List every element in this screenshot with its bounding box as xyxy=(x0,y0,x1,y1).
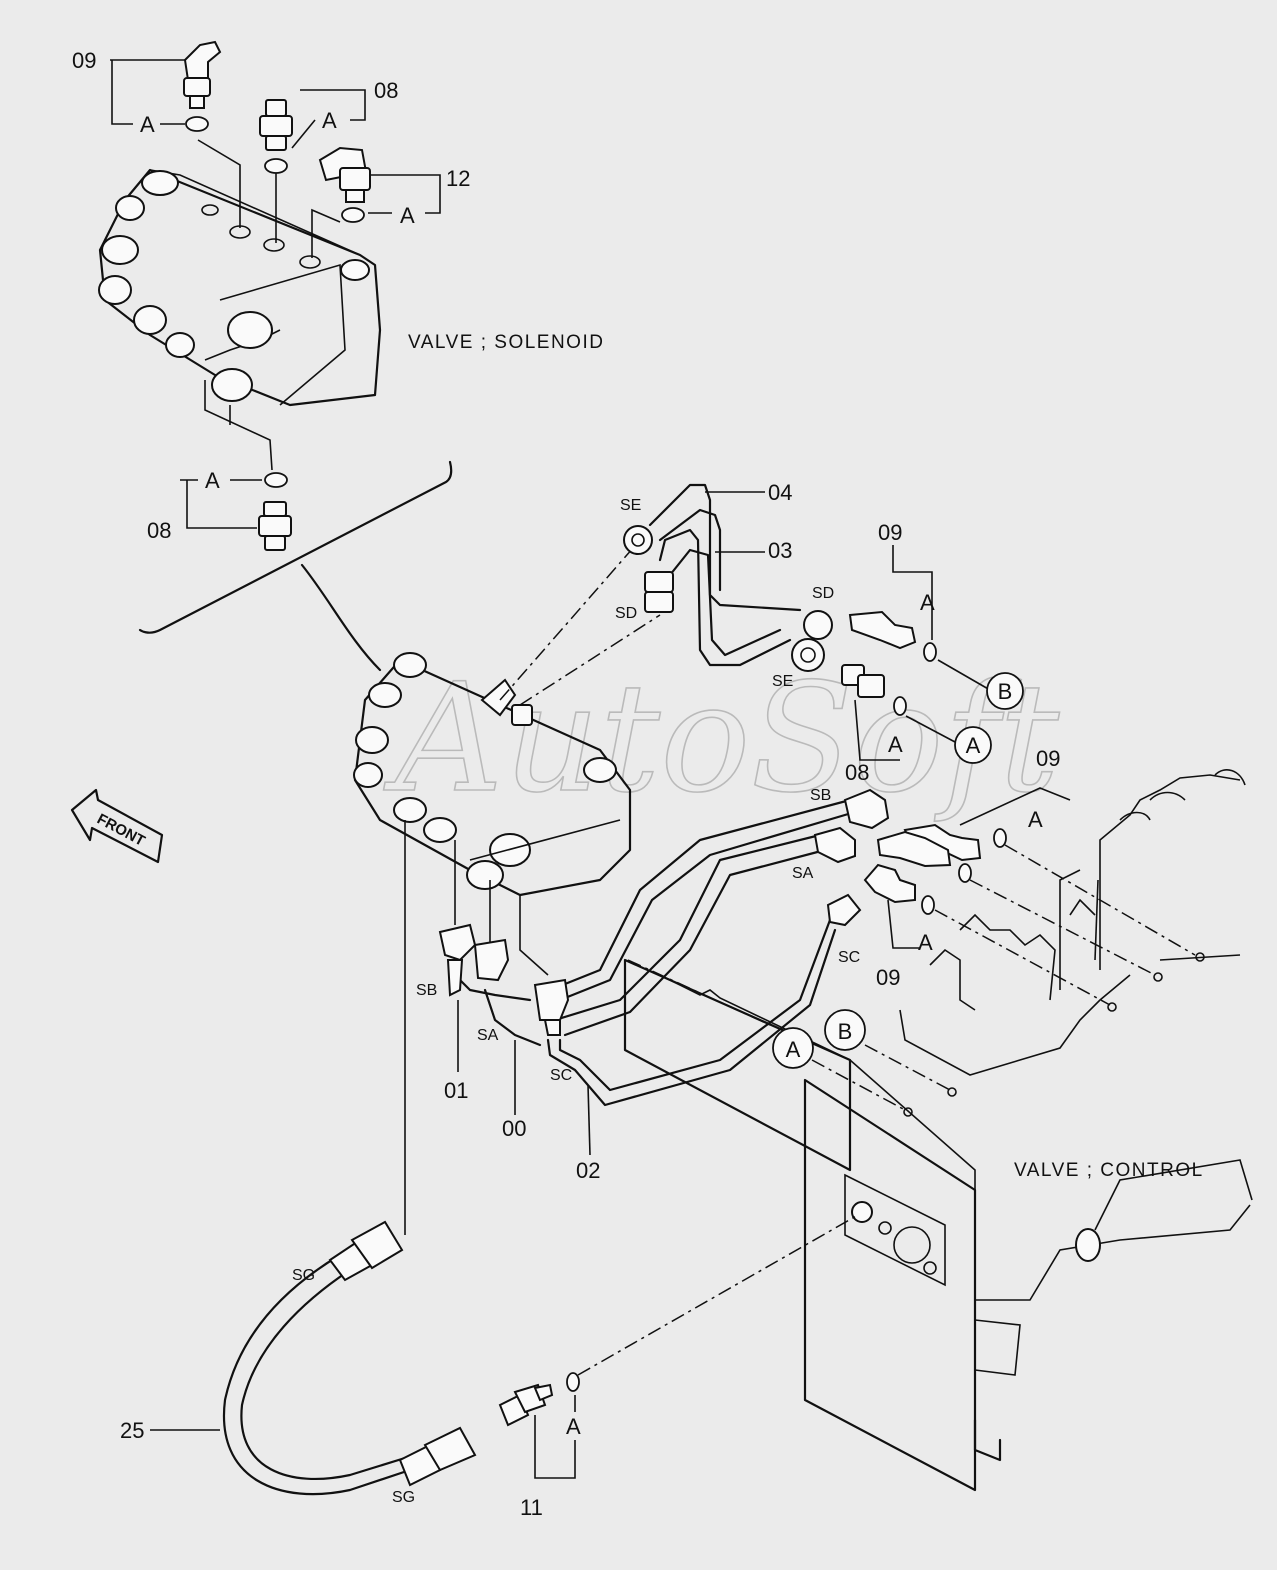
control-valve-body xyxy=(623,769,1253,1492)
port-sd-right: SD xyxy=(812,585,834,602)
elbow-fitting-mid-right-2 xyxy=(876,830,972,883)
seal-mark-a2: A xyxy=(322,108,337,133)
connector-a-lower: A xyxy=(786,1037,801,1062)
callout-02: 02 xyxy=(576,1158,600,1183)
callout-08-mid: 08 xyxy=(147,518,171,543)
port-sg-bottom: SG xyxy=(392,1489,415,1506)
callout-04: 04 xyxy=(768,480,792,505)
callout-01: 01 xyxy=(444,1078,468,1103)
connector-b-lower: B xyxy=(838,1019,853,1044)
callout-09-top: 09 xyxy=(72,48,96,73)
title-control-valve: VALVE ; CONTROL xyxy=(1014,1160,1204,1181)
port-sc-left: SC xyxy=(550,1067,572,1084)
seal-mark-a7: A xyxy=(1028,807,1043,832)
callout-11: 11 xyxy=(520,1495,543,1520)
callout-25: 25 xyxy=(120,1418,144,1443)
seal-mark-a5: A xyxy=(920,590,935,615)
port-sg-top: SG xyxy=(292,1267,315,1284)
callout-09-mid-right: 09 xyxy=(1036,746,1060,771)
port-se-top: SE xyxy=(620,497,641,514)
port-sa-right: SA xyxy=(792,865,814,882)
front-arrow-icon: FRONT xyxy=(70,788,164,864)
pipe-03-04 xyxy=(623,483,833,672)
seal-mark-a1: A xyxy=(140,112,155,137)
elbow-fitting-09-low-right xyxy=(863,863,935,915)
pipes-00-01-02 xyxy=(438,788,890,1107)
port-sd-top: SD xyxy=(615,605,637,622)
straight-fitting-11 xyxy=(498,1372,580,1427)
o-ring-mid xyxy=(264,472,288,488)
callout-09-upper-right: 09 xyxy=(878,520,902,545)
seal-mark-a6: A xyxy=(888,732,903,757)
callout-09-low-right: 09 xyxy=(876,965,900,990)
straight-fitting-08-top xyxy=(259,99,293,174)
elbow-fitting-09-upper-right xyxy=(848,610,937,662)
solenoid-valve-body xyxy=(98,168,382,471)
straight-fitting-08-mid xyxy=(258,501,292,551)
callout-00: 00 xyxy=(502,1116,526,1141)
port-sb-left: SB xyxy=(416,982,437,999)
title-solenoid-valve: VALVE ; SOLENOID xyxy=(408,332,604,353)
callout-03: 03 xyxy=(768,538,792,563)
callout-08-right: 08 xyxy=(845,760,869,785)
hose-25 xyxy=(222,1220,477,1496)
elbow-fitting-09-top xyxy=(183,40,222,132)
elbow-fitting-12 xyxy=(318,146,371,223)
port-sb-right: SB xyxy=(810,787,831,804)
connector-b-upper: B xyxy=(998,679,1013,704)
port-sc-right: SC xyxy=(838,949,860,966)
seal-mark-a8: A xyxy=(918,930,933,955)
connector-a-upper: A xyxy=(966,733,981,758)
port-sa-left: SA xyxy=(477,1027,499,1044)
seal-mark-a9: A xyxy=(566,1414,581,1439)
seal-mark-a4: A xyxy=(205,468,220,493)
callout-08-top: 08 xyxy=(374,78,398,103)
port-se-right: SE xyxy=(772,673,793,690)
straight-fitting-08-right xyxy=(841,664,907,716)
seal-mark-a3: A xyxy=(400,203,415,228)
callout-12: 12 xyxy=(446,166,470,191)
